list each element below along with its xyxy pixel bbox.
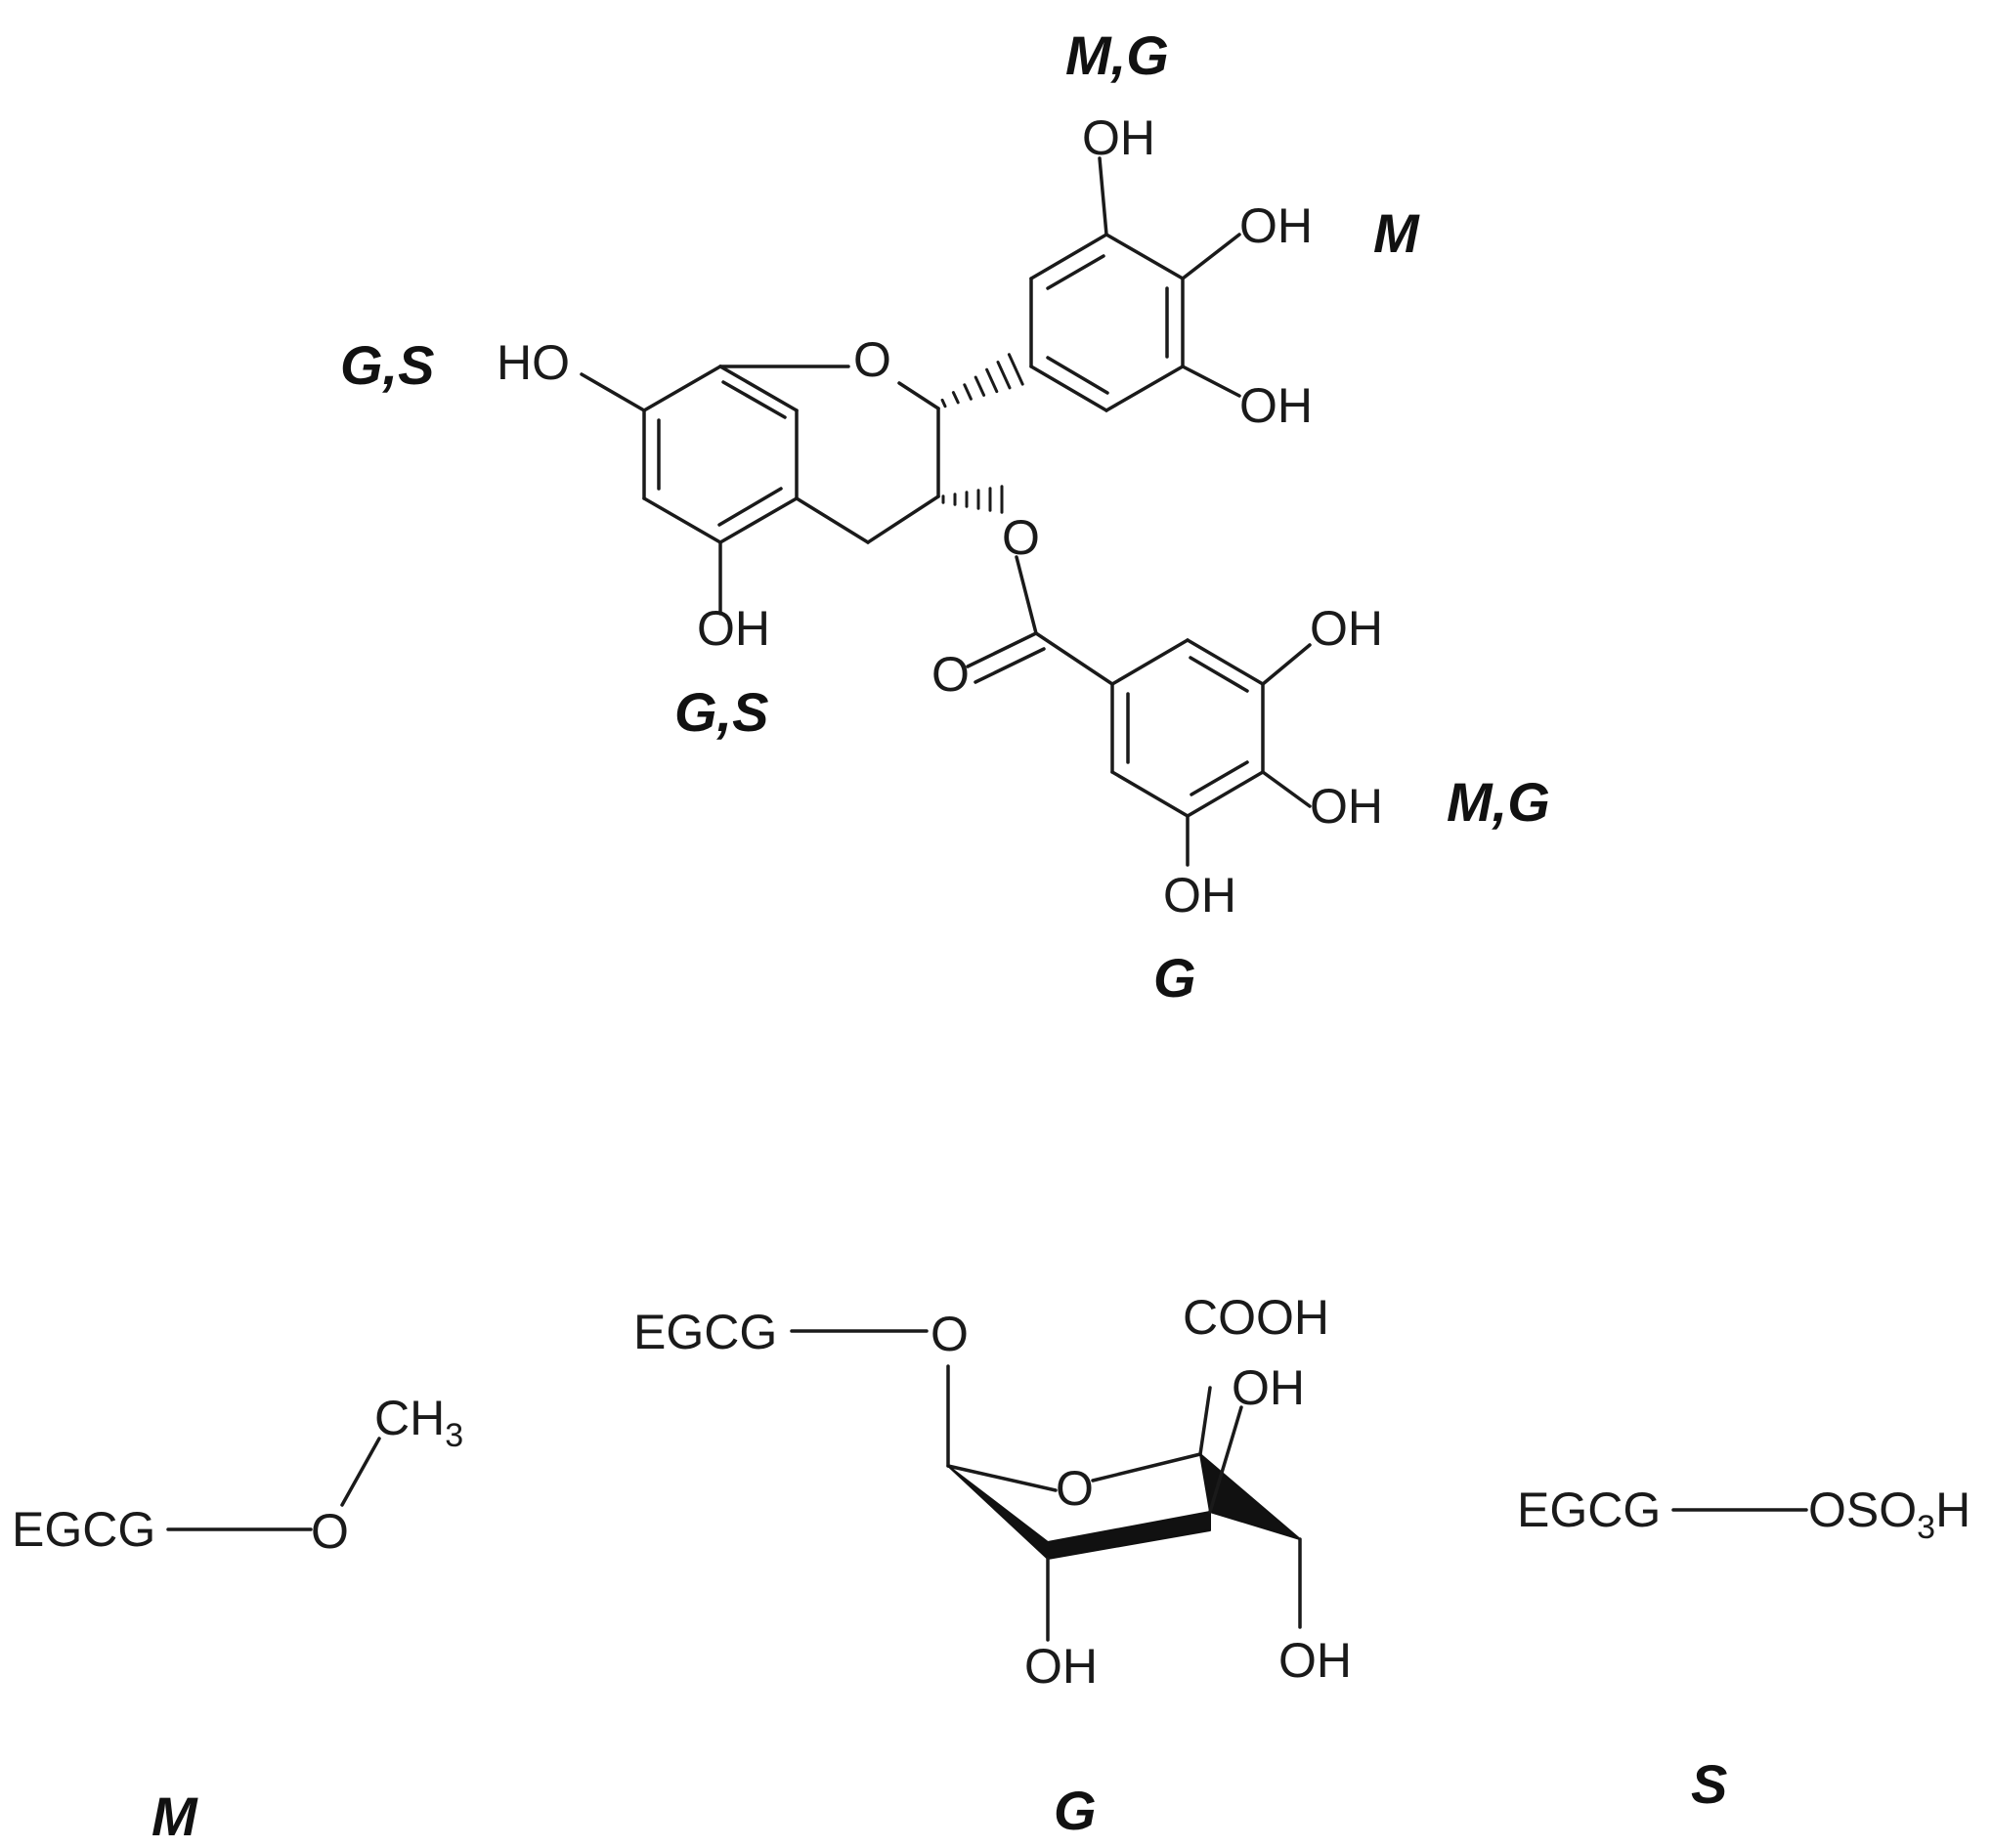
site-label-b-ring-top: M,G	[1065, 24, 1169, 86]
a-ring-5-oh: OH	[697, 601, 770, 656]
methyl-conjugate: EGCG O CH3 M	[12, 1391, 463, 1847]
site-label-d-ring-meta: G	[1153, 947, 1196, 1009]
sulfate-oso-text: OSO	[1808, 1483, 1917, 1537]
ring-oxygen: O	[853, 332, 891, 387]
carbonyl-oxygen: O	[931, 647, 970, 702]
d-ring	[1110, 638, 1265, 818]
glucuronide-conjugate: EGCG O O COOH OH OH OH G	[633, 1290, 1352, 1841]
egcg-structure: OH OH OH O HO OH O O OH OH OH M,G M G,S …	[340, 24, 1550, 1009]
d-ring-top-oh: OH	[1310, 601, 1383, 656]
glucuronide-oh-2: OH	[1232, 1360, 1305, 1415]
chair-wedge-left	[947, 1465, 1049, 1560]
d-ring-para-oh: OH	[1310, 779, 1383, 834]
site-label-a-ring-5: G,S	[674, 681, 768, 743]
conjugate-label-glucuronide: G	[1054, 1780, 1097, 1841]
a-ring	[642, 365, 799, 544]
glucuronide-cooh: COOH	[1183, 1290, 1329, 1345]
site-label-d-ring-para: M,G	[1447, 771, 1550, 833]
sulfate-h-text: H	[1935, 1483, 1970, 1537]
glucuronide-linking-oxygen: O	[931, 1307, 969, 1361]
glucuronide-oh-3: OH	[1024, 1639, 1098, 1694]
b-ring	[1029, 233, 1185, 412]
methyl-ch3: CH3	[374, 1391, 463, 1454]
a-ring-7-ho: HO	[497, 335, 570, 390]
sulfate-subscript: 3	[1917, 1509, 1935, 1546]
chair-wedge-front	[1047, 1511, 1211, 1560]
site-label-a-ring-7: G,S	[340, 334, 434, 396]
conjugate-label-sulfate: S	[1691, 1753, 1727, 1815]
c-ring	[718, 365, 940, 544]
methyl-egcg-label: EGCG	[12, 1502, 155, 1557]
sulfate-conjugate: EGCG OSO3H S	[1517, 1483, 1970, 1815]
c3-hash-bond	[941, 485, 1004, 514]
sulfate-egcg-label: EGCG	[1517, 1483, 1661, 1537]
pyranose-ring-oxygen: O	[1056, 1461, 1094, 1516]
site-label-b-ring-para: M	[1373, 202, 1420, 264]
conjugate-label-methyl: M	[151, 1785, 198, 1847]
methyl-subscript: 3	[445, 1417, 463, 1454]
glucuronide-egcg-label: EGCG	[633, 1305, 777, 1359]
methyl-oxygen: O	[311, 1504, 349, 1559]
glucuronide-oh-4: OH	[1278, 1633, 1352, 1688]
c2-hash-bond	[940, 353, 1024, 408]
b-ring-para-oh: OH	[1239, 198, 1313, 253]
methyl-c-text: CH	[374, 1391, 445, 1445]
d-ring-meta-oh: OH	[1163, 868, 1236, 923]
chair-wedge-right	[1199, 1453, 1301, 1540]
b-ring-meta-oh: OH	[1239, 378, 1313, 433]
b-ring-top-oh: OH	[1082, 110, 1155, 165]
ester-oxygen: O	[1002, 510, 1040, 565]
sulfate-group: OSO3H	[1808, 1483, 1970, 1546]
